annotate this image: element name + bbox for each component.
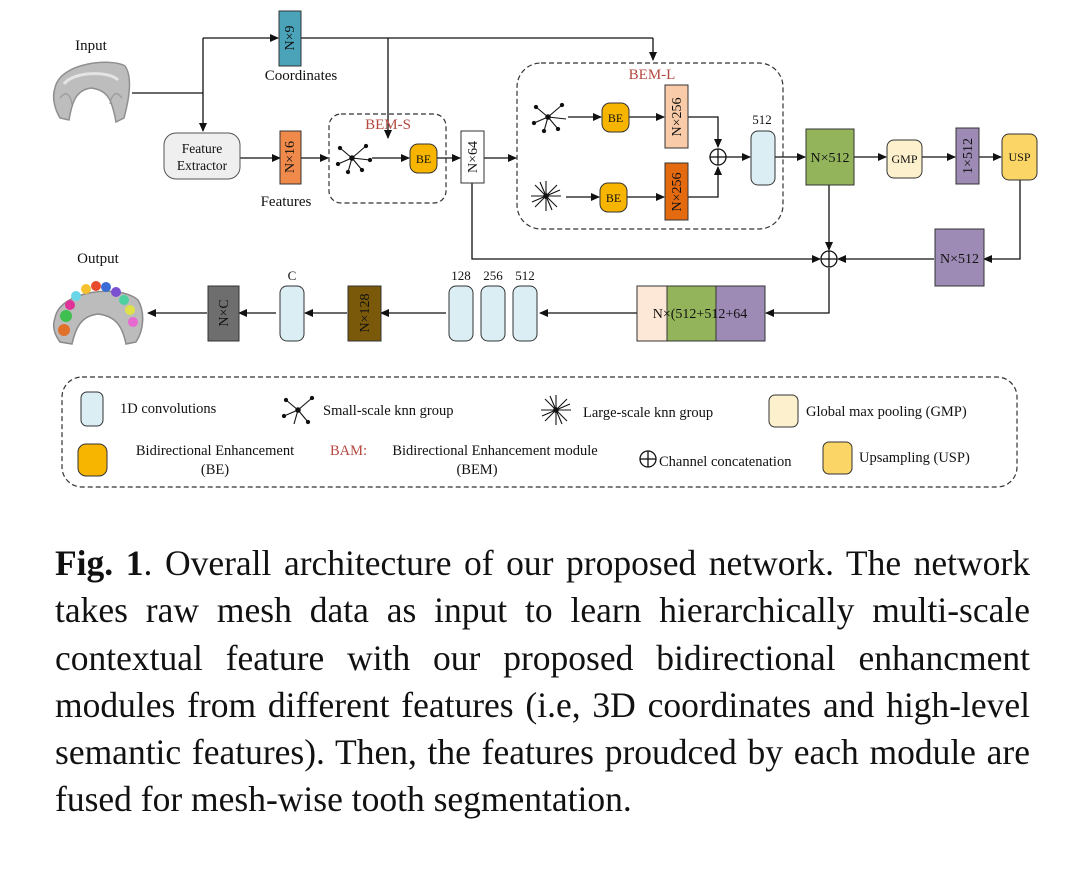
conv-label-128: 128: [451, 268, 471, 283]
bem-l-module: [516, 62, 784, 230]
legend-bem-text-1: Bidirectional Enhancement module: [392, 443, 597, 459]
bem-s-module: [328, 113, 447, 204]
concat-part-512a: [666, 285, 717, 342]
legend-concat-icon: [639, 450, 657, 468]
legend-concat-text: Channel concatenation: [659, 454, 792, 470]
figure-label: Fig. 1: [55, 543, 144, 583]
be-label-l-bottom: BE: [606, 191, 621, 205]
n256-bottom-dim: N×256: [670, 172, 685, 211]
conv-block-c: [279, 285, 305, 342]
features-block: [279, 130, 302, 185]
legend-be-swatch: [77, 443, 108, 477]
conv-block-512: [512, 285, 538, 342]
legend-usp-swatch: [822, 441, 853, 475]
n128-dim: N×128: [358, 293, 373, 332]
legend-conv-text: 1D convolutions: [120, 401, 217, 417]
n512-block: [805, 128, 855, 186]
legend-large-knn-icon: [541, 395, 571, 425]
n256-bottom-block: [664, 162, 689, 221]
legend-bam-prefix: BAM:: [330, 443, 367, 459]
n512-up-block: [934, 228, 985, 287]
n64-block: [460, 130, 485, 184]
concat-icon-bem-l: [709, 148, 727, 166]
conv-label-c: C: [288, 268, 297, 283]
small-knn-icon: [335, 143, 373, 175]
conv-label-256: 256: [483, 268, 503, 283]
legend-conv-swatch: [80, 391, 104, 427]
conv-label-512: 512: [515, 268, 535, 283]
usp-label: USP: [1008, 150, 1030, 164]
small-knn-icon-bem-l: [531, 102, 567, 134]
concat-part-512b: [715, 285, 766, 342]
conv512-label: 512: [752, 112, 772, 127]
coordinates-label: Coordinates: [265, 68, 338, 84]
legend-bem-text-2: (BEM): [456, 462, 497, 478]
be-label-l-top: BE: [608, 111, 623, 125]
one512-block: [955, 127, 980, 185]
feature-extractor-box: [163, 132, 241, 180]
n256-top-block: [664, 84, 689, 149]
caption-text: . Overall architecture of our proposed n…: [55, 543, 1030, 820]
legend-gmp-text: Global max pooling (GMP): [806, 404, 967, 420]
large-knn-icon-bem-l: [531, 181, 561, 211]
architecture-diagram: Input Output: [52, 10, 1038, 488]
legend-large-knn-text: Large-scale knn group: [583, 405, 713, 421]
nc-block: [207, 285, 240, 342]
output-label: Output: [77, 251, 120, 267]
n256-top-dim: N×256: [670, 97, 685, 136]
be-block-l-bottom: [599, 182, 628, 213]
concat-part-64: [636, 285, 668, 342]
feature-extractor-line1: Feature: [182, 141, 222, 156]
bem-s-title: BEM-S: [365, 117, 411, 133]
connectors: [132, 34, 1021, 317]
legend-box: [61, 376, 1018, 488]
be-label-s: BE: [416, 152, 431, 166]
be-block-l-top: [601, 102, 630, 133]
conv-block-256: [480, 285, 506, 342]
n64-dim: N×64: [466, 141, 481, 173]
coordinates-block: [278, 10, 302, 67]
n512-up-dim: N×512: [940, 252, 979, 267]
feature-extractor-line2: Extractor: [177, 158, 228, 173]
one512-dim: 1×512: [961, 138, 976, 174]
legend-small-knn-icon: [281, 395, 315, 425]
legend-gmp-swatch: [768, 394, 799, 428]
usp-block: [1001, 133, 1038, 181]
input-label: Input: [75, 38, 107, 54]
figure-caption: Fig. 1. Overall architecture of our prop…: [55, 540, 1030, 824]
conv512-block: [750, 130, 776, 186]
features-dim: N×16: [283, 141, 298, 173]
gmp-block: [886, 139, 923, 179]
concat-icon-main: [820, 250, 838, 268]
legend-be-text-1: Bidirectional Enhancement: [136, 443, 294, 459]
coordinates-dim: N×9: [283, 25, 298, 50]
input-mesh-image: [52, 61, 131, 124]
legend-usp-text: Upsampling (USP): [859, 450, 970, 466]
legend-small-knn-text: Small-scale knn group: [323, 403, 453, 419]
nc-dim: N×C: [217, 299, 232, 326]
n512-dim: N×512: [810, 151, 849, 166]
concat-feature-dim: N×(512+512+64: [653, 307, 747, 322]
be-block-s: [409, 143, 438, 174]
legend-be-text-2: (BE): [201, 462, 229, 478]
output-mesh-image: [52, 281, 144, 345]
conv-block-128: [448, 285, 474, 342]
gmp-label: GMP: [891, 152, 917, 166]
n128-block: [347, 285, 382, 342]
bem-l-title: BEM-L: [629, 67, 676, 83]
features-label: Features: [261, 194, 312, 210]
